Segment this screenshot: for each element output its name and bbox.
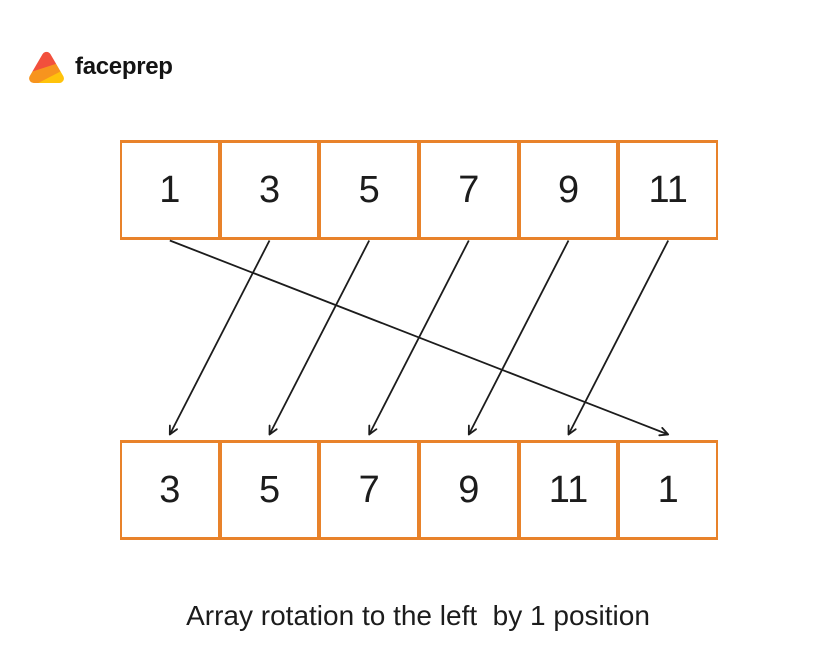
faceprep-triangle-icon — [28, 50, 65, 83]
array-cell: 5 — [319, 140, 420, 240]
top-array: 1 3 5 7 9 11 — [120, 140, 719, 240]
array-cell: 1 — [120, 140, 220, 240]
faceprep-logo: faceprep — [28, 50, 173, 83]
rotation-arrow — [567, 240, 670, 436]
rotation-arrow — [168, 240, 271, 436]
array-cell: 1 — [618, 440, 719, 540]
caption: Array rotation to the left by 1 position — [186, 600, 650, 631]
rotation-arrow — [169, 239, 670, 437]
rotation-arrow — [368, 240, 470, 436]
array-cell: 11 — [618, 140, 719, 240]
array-cell: 3 — [120, 440, 220, 540]
array-cell: 11 — [518, 440, 619, 540]
array-cell: 5 — [219, 440, 320, 540]
bottom-array: 3 5 7 9 11 1 — [120, 440, 719, 540]
brand-name: faceprep — [75, 52, 173, 80]
array-cell: 3 — [219, 140, 320, 240]
array-cell: 9 — [419, 440, 519, 540]
array-cell: 7 — [319, 440, 420, 540]
rotation-arrow — [467, 240, 570, 436]
array-cell: 9 — [518, 140, 619, 240]
array-cell: 7 — [419, 140, 519, 240]
rotation-arrow — [268, 240, 371, 436]
